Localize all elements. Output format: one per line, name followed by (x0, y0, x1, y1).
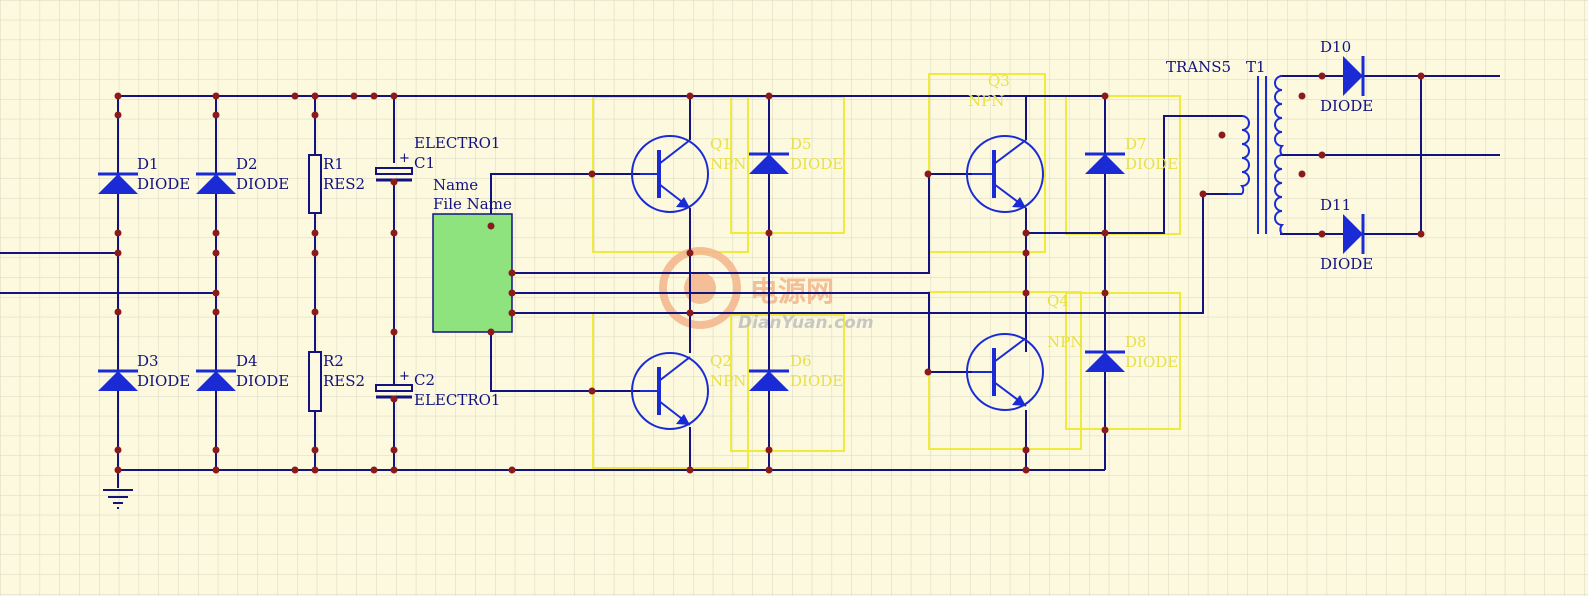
d7-type: DIODE (1125, 155, 1178, 173)
diode-d4: D4 DIODE (196, 352, 289, 391)
sheet-symbol[interactable]: Name File Name (432, 176, 513, 333)
d5-type: DIODE (790, 155, 843, 173)
d6-type: DIODE (790, 372, 843, 390)
r2-designator: R2 (323, 352, 344, 370)
t1-designator: T1 (1246, 58, 1266, 76)
ground-symbol (103, 489, 133, 509)
q3-designator: Q3 (988, 72, 1010, 90)
diode-d11: D11 DIODE (1320, 196, 1373, 273)
resistor-r2: R2 RES2 (308, 351, 365, 412)
transformer-t1 (1228, 75, 1285, 235)
d8-type: DIODE (1125, 353, 1178, 371)
d10-type: DIODE (1320, 97, 1373, 115)
c1-type: ELECTRO1 (414, 134, 500, 152)
d3-type: DIODE (137, 372, 190, 390)
t1-type: TRANS5 (1166, 58, 1231, 76)
c2-designator: C2 (414, 371, 435, 389)
d7-designator: D7 (1125, 135, 1147, 153)
d11-type: DIODE (1320, 255, 1373, 273)
diode-d6: D6 DIODE (749, 352, 843, 391)
c2-type: ELECTRO1 (414, 391, 500, 409)
r2-type: RES2 (323, 372, 365, 390)
d8-designator: D8 (1125, 333, 1147, 351)
transistor-q1: Q1 NPN (631, 135, 746, 213)
d10-designator: D10 (1320, 38, 1351, 56)
d5-designator: D5 (790, 135, 812, 153)
c2-plus: + (399, 369, 410, 384)
diode-d5: D5 DIODE (749, 135, 843, 174)
transistor-q2: Q2 NPN (631, 352, 746, 430)
c1-designator: C1 (414, 154, 435, 172)
watermark-site: DianYuan.com (738, 313, 874, 333)
diode-d1: D1 DIODE (98, 155, 190, 194)
q2-type: NPN (710, 372, 746, 390)
c1-plus: + (399, 151, 410, 166)
d2-type: DIODE (236, 175, 289, 193)
transistor-q3: Q3 NPN (966, 72, 1044, 213)
d11-designator: D11 (1320, 196, 1351, 214)
capacitor-c1: + C1 ELECTRO1 (375, 134, 500, 182)
q4-type: NPN (1047, 333, 1083, 351)
r1-designator: R1 (323, 155, 344, 173)
watermark-brand: 电源网 (750, 275, 834, 308)
capacitor-c2: + C2 ELECTRO1 (375, 369, 500, 409)
diode-d3: D3 DIODE (98, 352, 190, 391)
diode-d2: D2 DIODE (196, 155, 289, 194)
junctions (114, 72, 1425, 474)
q1-type: NPN (710, 155, 746, 173)
q2-designator: Q2 (710, 352, 732, 370)
d3-designator: D3 (137, 352, 159, 370)
resistor-r1: R1 RES2 (308, 154, 365, 214)
diode-d7: D7 DIODE (1085, 135, 1178, 174)
diode-d10: D10 DIODE (1320, 38, 1373, 115)
watermark-logo (659, 247, 741, 329)
diode-d8: D8 DIODE (1085, 333, 1178, 372)
d4-type: DIODE (236, 372, 289, 390)
wires (0, 75, 1500, 488)
d6-designator: D6 (790, 352, 812, 370)
d1-type: DIODE (137, 175, 190, 193)
r1-type: RES2 (323, 175, 365, 193)
q1-designator: Q1 (710, 135, 732, 153)
watermark: 电源网 DianYuan.com (659, 247, 874, 333)
q3-type: NPN (968, 92, 1004, 110)
d2-designator: D2 (236, 155, 258, 173)
q4-designator: Q4 (1047, 292, 1069, 310)
sheet-file-label: File Name (433, 195, 512, 213)
watermark-logo-inner (684, 272, 716, 304)
d4-designator: D4 (236, 352, 258, 370)
d1-designator: D1 (137, 155, 159, 173)
sheet-name-label: Name (433, 176, 478, 194)
transistor-q4: Q4 NPN (966, 292, 1083, 411)
